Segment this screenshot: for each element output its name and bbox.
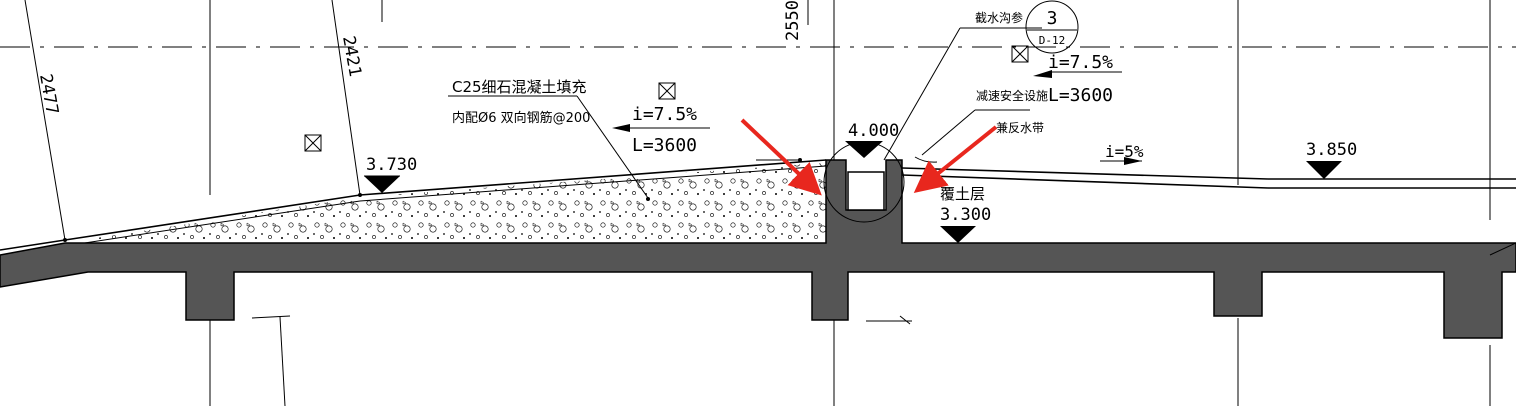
detail-number: 3: [1047, 8, 1058, 29]
right-length-label: L=3600: [1048, 85, 1113, 106]
concrete-fill-area: [65, 163, 826, 243]
highlight-arrows: [740, 118, 998, 196]
fill-note-line1: C25细石混凝土填充: [452, 78, 587, 96]
elevation-3850-label: 3.850: [1306, 140, 1357, 160]
elevation-marker-4000: 4.000: [845, 121, 899, 158]
right-slope-label: i=7.5%: [1048, 52, 1113, 73]
slope-arrows: [612, 70, 1142, 165]
speed-bump-label: 减速安全设施: [976, 88, 1048, 103]
left-length-label: L=3600: [632, 135, 697, 156]
far-slope-label: i=5%: [1105, 142, 1144, 161]
leader-lines: [24, 0, 1042, 406]
ramp-surface: [0, 159, 1516, 251]
elevation-4000-label: 4.000: [848, 121, 899, 141]
elevation-marker-3730: 3.730: [364, 155, 417, 193]
speed-bump-label-2: 兼反水带: [996, 121, 1044, 135]
elevation-marker-3850: 3.850: [1306, 140, 1357, 179]
void-marker-icon: [658, 82, 676, 100]
elevation-3730-label: 3.730: [366, 155, 417, 175]
void-marker-icon: [1011, 45, 1029, 63]
drain-reference-label: 截水沟参: [975, 10, 1023, 25]
dimension-2550: 2550: [783, 0, 803, 41]
void-marker-icon: [304, 134, 322, 152]
detail-sheet: D-12: [1039, 34, 1066, 47]
soil-cover-label: 覆土层: [940, 185, 985, 203]
red-arrow-right: [913, 125, 998, 194]
elevation-marker-3300: 3.300: [940, 205, 991, 243]
dimension-2477: 2477: [35, 72, 62, 116]
elevation-3300-label: 3.300: [940, 205, 991, 225]
structural-slab: [0, 159, 1516, 339]
red-arrow-left: [740, 118, 822, 196]
fill-note-line2: 内配Ø6 双向钢筋@200: [452, 110, 590, 126]
detail-callout: 3 D-12: [1025, 0, 1079, 54]
left-slope-label: i=7.5%: [632, 104, 697, 125]
